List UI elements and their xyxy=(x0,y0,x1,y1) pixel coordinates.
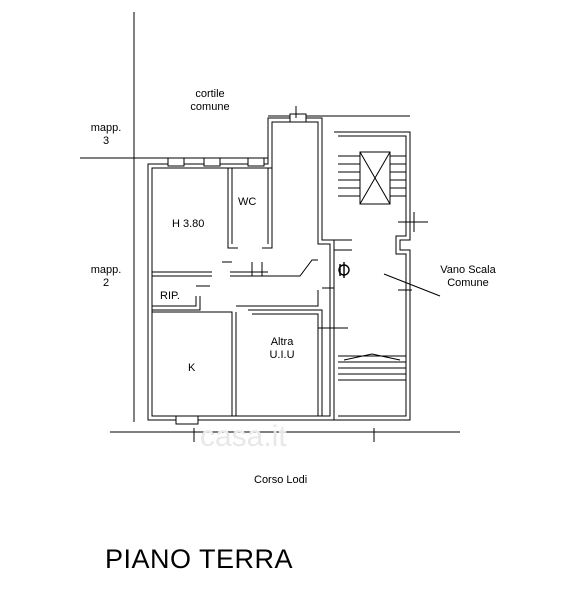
altra-uiu-label: Altra U.I.U xyxy=(262,336,302,362)
altra-uiu-walls xyxy=(248,309,323,416)
altra-uiu-label-line1: Altra xyxy=(270,336,294,348)
mapp-2-label-line2: 2 xyxy=(102,277,110,289)
door-symbol xyxy=(338,262,350,278)
stair-flight-upper xyxy=(338,151,406,205)
window-2 xyxy=(203,157,221,167)
stairwell-label-line2: Comune xyxy=(447,277,489,289)
courtyard-label-line1: cortile xyxy=(195,88,225,100)
stair-outer xyxy=(334,131,411,421)
stair-flight-lower xyxy=(338,353,406,381)
mapp-2-label: mapp. 2 xyxy=(86,264,126,290)
wc-label: WC xyxy=(238,196,257,208)
courtyard-label-line2: comune xyxy=(190,101,230,113)
door-swing-1 xyxy=(262,259,318,277)
page-title: PIANO TERRA xyxy=(105,544,294,574)
window-4 xyxy=(289,113,307,123)
separator-wall xyxy=(236,290,319,307)
stair-inner xyxy=(338,135,407,417)
stairwell-label-line1: Vano Scala xyxy=(440,264,496,276)
altra-uiu-label-line2: U.I.U xyxy=(269,349,295,361)
street-label: Corso Lodi xyxy=(254,474,308,486)
room-height-label: H 3.80 xyxy=(172,218,205,230)
window-1 xyxy=(167,157,185,167)
kitchen-wall xyxy=(152,311,237,416)
wc-inner xyxy=(231,168,269,244)
vano-pointer xyxy=(383,273,441,297)
kitchen-label: K xyxy=(188,362,196,374)
mapp-3-label-line2: 3 xyxy=(102,135,110,147)
apartment-outer-wall xyxy=(147,117,335,421)
mapp-3-label-line1: mapp. xyxy=(90,122,122,134)
mapp-3-label: mapp. 3 xyxy=(86,122,126,148)
wc-walls xyxy=(227,168,273,249)
rip-label: RIP. xyxy=(160,290,180,302)
watermark: casa.it xyxy=(200,420,287,453)
stairwell-label: Vano Scala Comune xyxy=(430,264,506,290)
window-3 xyxy=(247,157,265,167)
courtyard-label: cortile comune xyxy=(180,88,240,114)
apartment-inner-wall xyxy=(151,121,331,417)
window-bottom xyxy=(175,415,199,425)
rip-walls xyxy=(152,296,201,311)
mapp-2-label-line1: mapp. xyxy=(90,264,122,276)
